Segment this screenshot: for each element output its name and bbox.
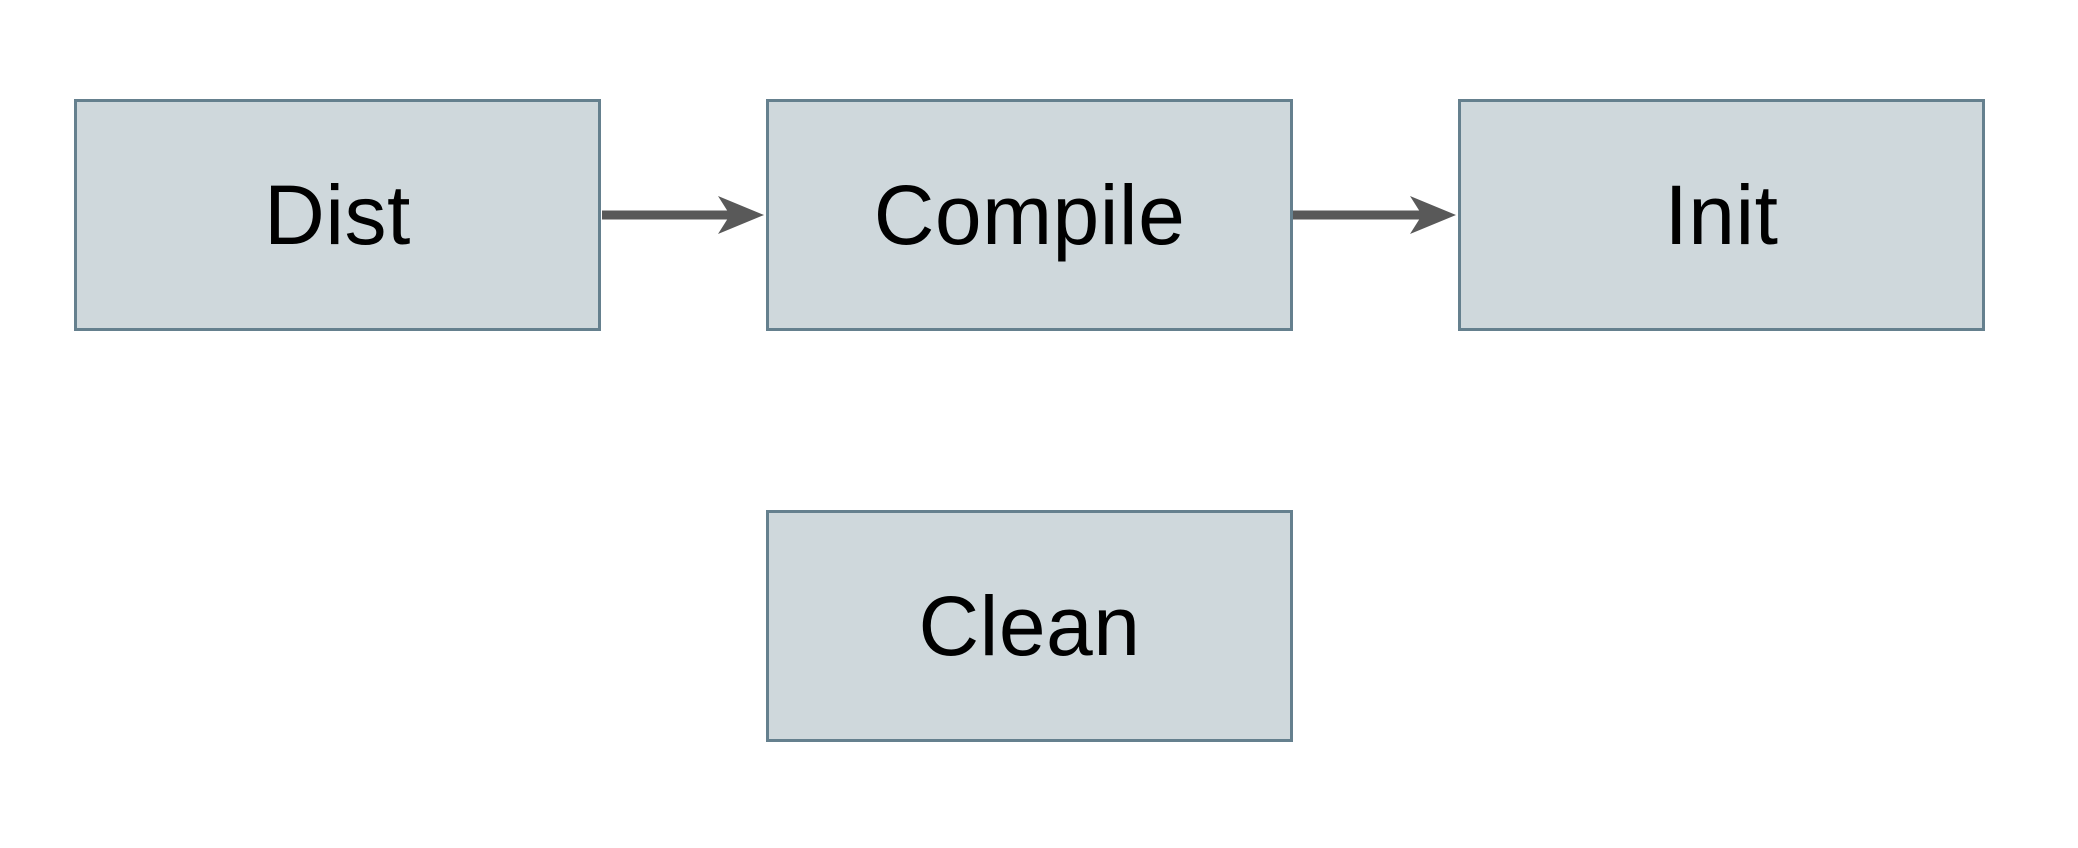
node-init: Init — [1458, 99, 1985, 331]
node-dist: Dist — [74, 99, 601, 331]
node-clean-label: Clean — [918, 579, 1141, 673]
edge-compile-to-init-arrow — [1293, 196, 1456, 234]
node-init-label: Init — [1664, 168, 1779, 262]
node-dist-label: Dist — [264, 168, 411, 262]
edge-dist-to-compile-arrow — [602, 196, 764, 234]
node-compile: Compile — [766, 99, 1293, 331]
node-clean: Clean — [766, 510, 1293, 742]
node-compile-label: Compile — [873, 168, 1186, 262]
